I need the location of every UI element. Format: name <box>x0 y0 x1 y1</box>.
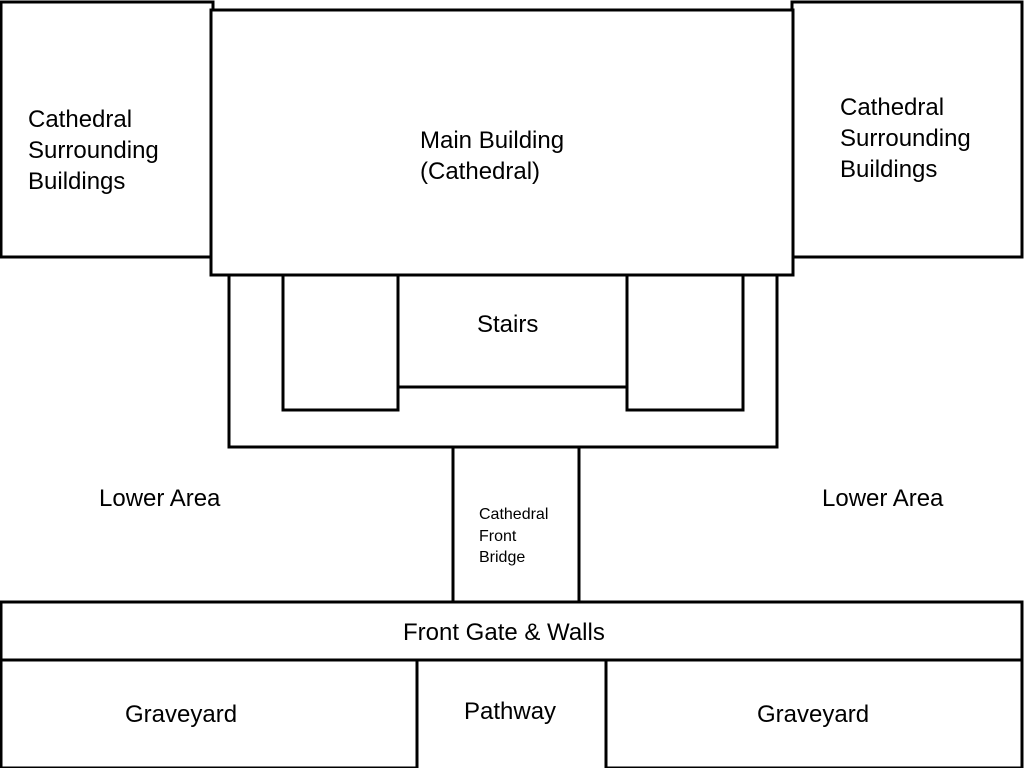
stairs-label: Stairs <box>477 311 539 338</box>
front-bridge-box <box>451 445 581 604</box>
stairs-left-block <box>281 268 400 412</box>
lower-area-left-label: Lower Area <box>99 485 221 512</box>
front-gate-box <box>0 600 1024 662</box>
stairs-right-block <box>625 268 745 412</box>
graveyard-left-label: Graveyard <box>125 701 238 728</box>
right-surrounding-buildings-box <box>790 0 1024 259</box>
right-surrounding-label: Cathedral Surrounding Buildings <box>840 94 971 184</box>
graveyard-right-box <box>604 658 1024 768</box>
left-surrounding-label: Cathedral Surrounding Buildings <box>28 106 159 196</box>
graveyard-left-box <box>0 658 419 768</box>
lower-area-right-label: Lower Area <box>822 485 944 512</box>
pathway-label: Pathway <box>464 698 557 725</box>
stairs-center-box <box>396 268 629 389</box>
main-building-label: Main Building (Cathedral) <box>420 127 565 186</box>
left-surrounding-buildings-box <box>0 0 215 259</box>
graveyard-right-label: Graveyard <box>757 701 870 728</box>
front-gate-label: Front Gate & Walls <box>403 619 605 646</box>
bridge-label: Cathedral Front Bridge <box>479 506 549 567</box>
main-building-box <box>209 8 795 277</box>
